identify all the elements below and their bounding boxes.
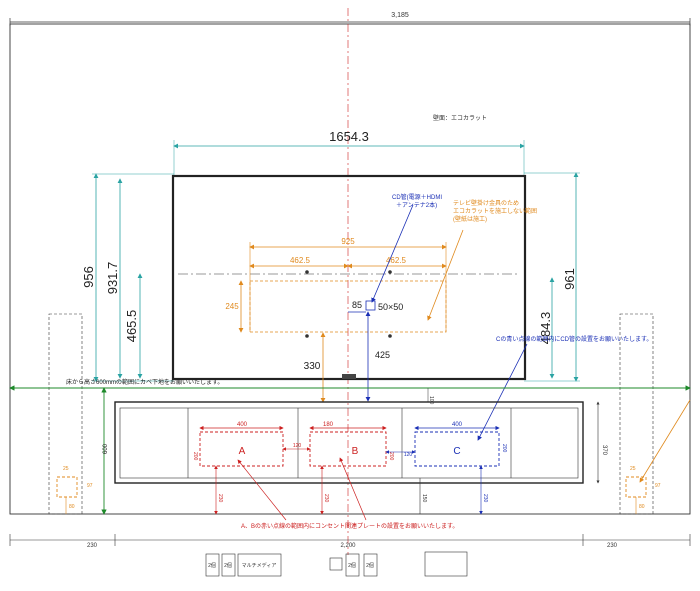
legend-item-3: マルチメディア — [242, 562, 277, 569]
right-outlet-box: 25 97 80 — [625, 399, 691, 514]
tv-board — [114, 401, 584, 484]
b-bottom-label: 230 — [323, 494, 329, 503]
left-box-height-label: 97 — [87, 483, 93, 489]
red-note: A、Bの赤い点線の範囲内にコンセント関連プレートの設置をお願いいたします。 — [241, 522, 458, 530]
tv-note-line-1: テレビ壁掛け金具のため — [453, 199, 519, 207]
mount-dashed-box — [249, 280, 447, 333]
legend-item-4: 2個 — [348, 562, 356, 569]
left-outlet-box: 25 97 80 — [56, 466, 93, 514]
ab-gap-label: 120 — [293, 443, 302, 449]
mount-span-label: 925 — [341, 237, 355, 246]
red-note-arrow-a — [237, 459, 287, 521]
tv-width-dimension: 1654.3 — [173, 129, 525, 176]
a-bottom-label: 230 — [217, 494, 223, 503]
box-a-label: A — [239, 446, 246, 457]
outlet-zone-a: 400 A 200 230 — [192, 422, 284, 515]
legend-item-2: 2個 — [224, 562, 232, 569]
right-lower-height-label: 484.3 — [538, 312, 553, 345]
green-note: 床から高さ600mmの範囲にカベ下地をお願いいたします。 — [66, 378, 223, 386]
tv-stand-foot — [342, 374, 356, 379]
outlet-zone-b: 180 B 200 230 — [309, 422, 394, 515]
cd-offset-label: 85 — [352, 300, 362, 310]
bc-gap-label: 120 — [404, 452, 413, 458]
mount-half-left-label: 462.5 — [290, 256, 311, 265]
wall-mount-area: 925 462.5 462.5 245 330 — [225, 237, 447, 403]
mount-gap-label: 330 — [304, 361, 321, 372]
right-box-bottom-label: 80 — [639, 504, 645, 510]
wall-base-600-line: 600 床から高さ600mmの範囲にカベ下地をお願いいたします。 — [9, 378, 691, 515]
cd-zone-c: 400 C 200 230 — [414, 422, 507, 515]
cab-height-label: 370 — [601, 445, 607, 456]
left-column — [48, 313, 83, 515]
bottom-left-label: 230 — [87, 543, 98, 549]
bottom-center-label: 2,200 — [340, 543, 356, 549]
right-box-width-label: 25 — [630, 466, 636, 472]
cd-box — [365, 300, 376, 311]
cab-inner-height-label: 600 — [103, 443, 109, 454]
mount-box-height-label: 245 — [225, 302, 239, 311]
tv-width-label: 1654.3 — [329, 129, 369, 144]
box-a-width-label: 400 — [237, 422, 248, 428]
bottom-right-label: 230 — [607, 543, 618, 549]
tv-height-dimensions-right: 961 484.3 — [524, 172, 580, 382]
cd-note-line-1: CD管(電源＋HDMI — [392, 193, 442, 201]
red-note-arrow-b — [339, 457, 367, 521]
right-column — [619, 313, 654, 515]
mount-center-height-label: 465.5 — [124, 310, 139, 343]
cd-note-line-2: ＋アンテナ2本) — [396, 201, 437, 209]
tv-height-left-label: 956 — [81, 266, 96, 288]
left-box-bottom-label: 80 — [69, 504, 75, 510]
wall-outline — [9, 23, 691, 515]
c-bottom-label: 230 — [482, 494, 488, 503]
blue-note: Cの青い点線の範囲内にCD管の設置をお願いいたします。 — [496, 335, 652, 343]
box-a-height-label: 200 — [192, 452, 198, 461]
tv-note-line-3: (壁紙は施工) — [453, 215, 487, 223]
box-c-height-label: 200 — [501, 444, 507, 453]
blue-note-arrow — [477, 343, 528, 441]
box-c-label: C — [453, 446, 460, 457]
box-b-width-label: 180 — [323, 422, 334, 428]
legend-item-5: 2個 — [366, 562, 374, 569]
legend-item-1: 2個 — [208, 562, 216, 569]
screw-marks — [305, 270, 392, 338]
cd-tube: 50×50 85 425 CD管(電源＋HDMI ＋アンテナ2本) — [348, 193, 442, 402]
tv-height-right-label: 961 — [562, 268, 577, 290]
cd-box-size-label: 50×50 — [378, 302, 403, 312]
box-b-height-label: 200 — [388, 452, 394, 461]
tv-inner-height-label: 931.7 — [105, 262, 120, 295]
bottom-dimensions: 230 2,200 230 — [9, 534, 691, 549]
box-b-label: B — [352, 446, 359, 457]
tv-height-dimensions-left: 956 931.7 465.5 — [81, 173, 174, 382]
tv-note-line-2: エコカラットを施工しない範囲 — [453, 207, 537, 215]
tv-mount-note: テレビ壁掛け金具のため エコカラットを施工しない範囲 (壁紙は施工) — [427, 199, 537, 321]
right-box-height-label: 97 — [655, 483, 661, 489]
mount-half-right-label: 462.5 — [386, 256, 407, 265]
box-c-width-label: 400 — [452, 422, 463, 428]
left-box-width-label: 25 — [63, 466, 69, 472]
cd-height-label: 425 — [375, 350, 390, 360]
board-gap-label: 100 — [428, 396, 434, 405]
wall-material-label: 壁面：エコカラット — [433, 114, 487, 122]
plate-legend: 2個 2個 マルチメディア 2個 2個 — [205, 551, 468, 577]
top-width-label: 3,185 — [391, 12, 409, 19]
center-bottom-label: 150 — [421, 494, 427, 503]
